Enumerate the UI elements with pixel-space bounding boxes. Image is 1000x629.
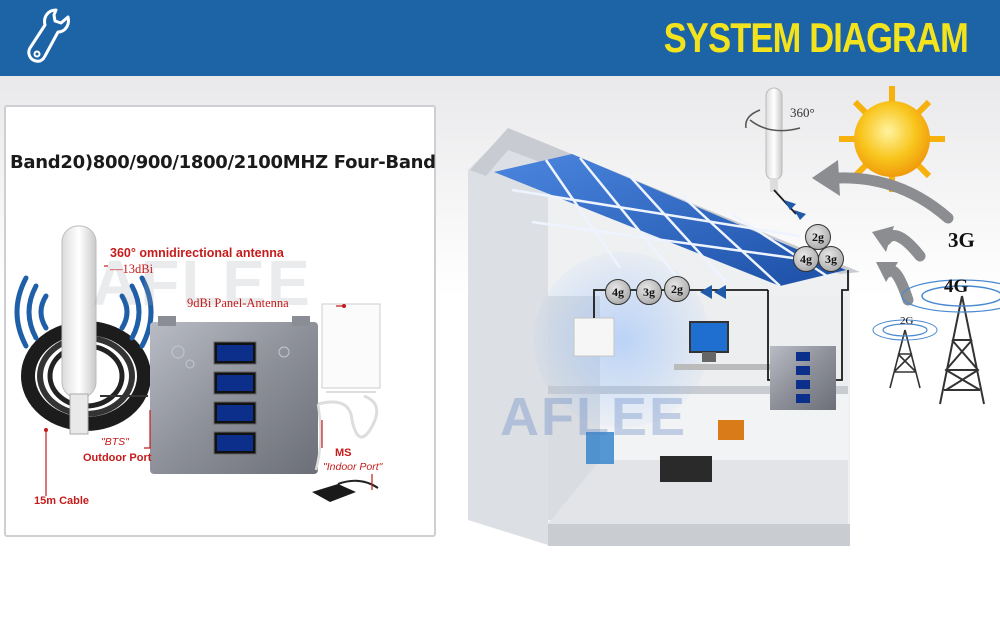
band-title: Band20)800/900/1800/2100MHZ Four-Band [10, 152, 436, 173]
rotation-label: 360° [790, 105, 815, 120]
computer-icon [674, 321, 784, 370]
roof-signal-badge: 2g [805, 224, 831, 250]
kit-watermark: AFLEE [92, 247, 312, 319]
house-watermark: AFLEE [500, 387, 688, 447]
ms-label: MS [335, 447, 352, 459]
sun-icon [839, 86, 945, 192]
power-adapter [312, 479, 379, 502]
tower-4g [901, 279, 1000, 405]
outdoor-port-label: Outdoor Port [83, 452, 152, 464]
indoor-port-label: "Indoor Port" [323, 461, 383, 473]
indoor-panel-antenna [573, 317, 615, 357]
omni-antenna [61, 225, 97, 435]
indoor-booster [770, 346, 836, 410]
panel-antenna [321, 303, 381, 393]
bts-label: "BTS" [101, 436, 129, 448]
signal-booster [150, 316, 318, 474]
page-title: SYSTEM DIAGRAM [663, 14, 969, 61]
tower-2g [872, 319, 938, 389]
panel-antenna-label: 9dBi Panel-Antenna [187, 296, 289, 310]
cable-label: 15m Cable [34, 495, 90, 507]
house [468, 128, 860, 546]
omni-gain-label: —13dBi [110, 262, 154, 276]
indoor-signal-badge: 4g [605, 279, 631, 305]
roof-signal-badge: 4g [793, 246, 819, 272]
battery [660, 456, 712, 482]
roof-signal-badge: 3g [818, 246, 844, 272]
inverter [718, 420, 744, 440]
header-bar: SYSTEM DIAGRAM [0, 0, 1000, 76]
tower-label-4g: 4G [944, 276, 969, 297]
indoor-signal-badge: 3g [636, 279, 662, 305]
storage-box [586, 432, 614, 464]
tower-label-2g: 2G [900, 315, 914, 327]
wifi-waves-icon [14, 275, 154, 349]
wrench-icon [27, 8, 70, 63]
solar-panels [494, 154, 846, 287]
omni-antenna-label: 360° omnidirectional antenna [110, 246, 284, 260]
indoor-signal-badge: 2g [664, 276, 690, 302]
signal-arrows [700, 200, 806, 299]
tower-label-3g: 3G [948, 228, 975, 252]
roof-antenna [745, 87, 801, 192]
